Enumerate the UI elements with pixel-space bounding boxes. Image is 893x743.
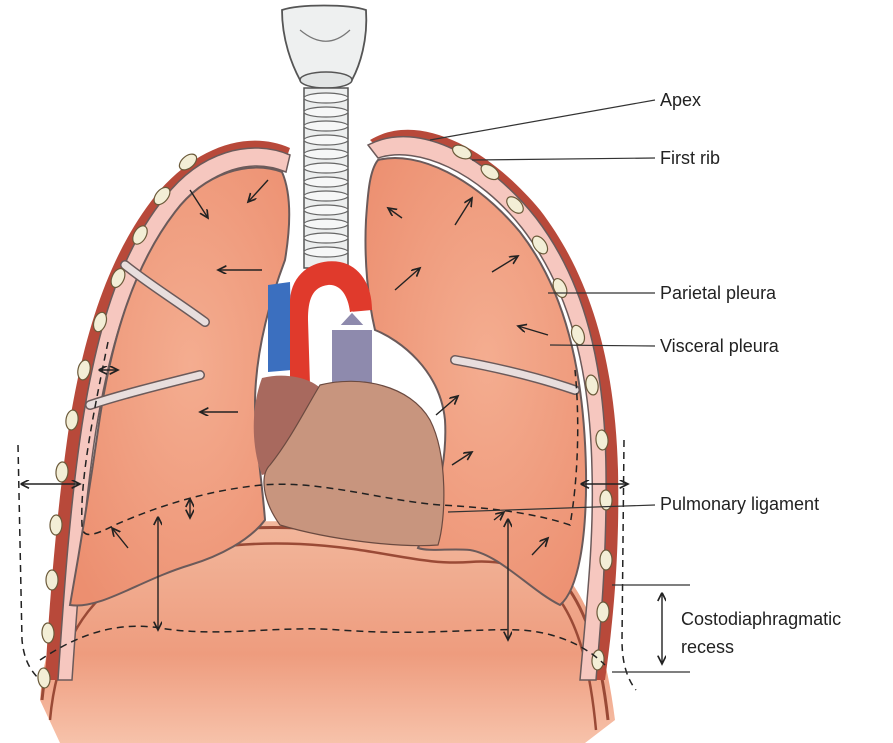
label-apex: Apex [660, 90, 701, 110]
expansion-outlines [17, 341, 637, 691]
label-pulmonary-ligament: Pulmonary ligament [660, 494, 819, 514]
tracheal-rings [303, 92, 349, 258]
apex-leader [429, 99, 656, 141]
leader-lines [429, 99, 690, 673]
label-recess: recess [681, 637, 734, 657]
movement-arrows [22, 179, 628, 640]
aorta [290, 261, 372, 385]
label-costodiaphragmatic: Costodiaphragmatic [681, 609, 841, 629]
trachea [281, 4, 368, 269]
first-rib-leader [471, 157, 656, 161]
heart [253, 375, 445, 547]
parietal-pleura-right [366, 135, 607, 681]
ribs-right [451, 144, 613, 671]
pulmonary-ligament-leader [447, 504, 656, 513]
label-visceral-pleura: Visceral pleura [660, 336, 780, 356]
visceral-pleura-leader [549, 344, 656, 347]
right-lung [68, 166, 291, 607]
label-first-rib: First rib [660, 148, 720, 168]
label-parietal-pleura: Parietal pleura [660, 283, 777, 303]
ribs-left [37, 153, 198, 689]
superior-vena-cava [268, 282, 292, 372]
pulmonary-trunk [332, 311, 372, 385]
labels: Apex First rib Parietal pleura Visceral … [660, 90, 841, 657]
